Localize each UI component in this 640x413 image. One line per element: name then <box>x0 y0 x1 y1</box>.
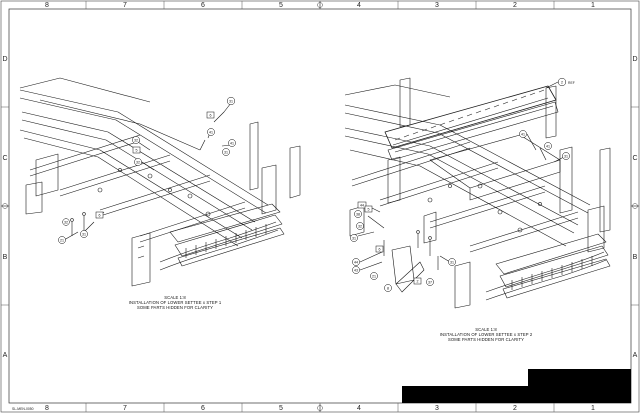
row-label: A <box>3 352 8 359</box>
item-balloon: 6 <box>379 247 381 251</box>
caption-title: INSTALLATION OF LOWER SETTEE x STEP 1 <box>129 300 222 305</box>
item-balloon: 2 <box>417 279 419 283</box>
col-label: 3 <box>435 2 439 9</box>
item-balloon: 31 <box>450 260 454 264</box>
col-label: 5 <box>279 405 283 412</box>
row-label: C <box>2 155 7 162</box>
col-label: 1 <box>591 2 595 9</box>
item-balloon: 44 <box>354 260 358 264</box>
caption-scale: SCALE 1:8 <box>475 327 497 332</box>
ref-label: REF <box>568 81 575 85</box>
right-balloons: 2 41 41 31 44 38 32 31 5 6 44 43 21 37 <box>350 77 575 292</box>
left-balloons: 31 6 41 41 32 5 32 6 31 32 21 31 <box>58 96 236 244</box>
row-label: D <box>2 56 7 63</box>
item-balloon: 5 <box>136 148 138 152</box>
redacted-block <box>528 369 631 403</box>
item-balloon: 32 <box>136 160 140 164</box>
item-balloon: 41 <box>546 144 550 148</box>
item-balloon: 31 <box>82 232 86 236</box>
col-label: 8 <box>45 2 49 9</box>
item-balloon: 41 <box>230 141 234 145</box>
col-label: 8 <box>45 405 49 412</box>
redacted-block <box>402 386 528 403</box>
col-label: 2 <box>513 405 517 412</box>
inner-border <box>8 8 632 404</box>
col-label: 4 <box>357 405 361 412</box>
col-label: 3 <box>435 405 439 412</box>
item-balloon: 2 <box>561 80 563 84</box>
col-label: 7 <box>123 405 127 412</box>
left-assembly-view <box>19 77 301 287</box>
row-label: D <box>632 56 637 63</box>
caption-title: INSTALLATION OF LOWER SETTEE x STEP 2 <box>440 332 533 337</box>
item-balloon: 6 <box>99 213 101 217</box>
col-label: 6 <box>201 2 205 9</box>
col-label: 4 <box>357 2 361 9</box>
item-balloon: 21 <box>60 238 64 242</box>
row-label: B <box>633 254 638 261</box>
col-label: 1 <box>591 405 595 412</box>
row-label: B <box>3 254 8 261</box>
item-balloon: 31 <box>224 150 228 154</box>
left-view-caption: SCALE 1:8 INSTALLATION OF LOWER SETTEE x… <box>129 295 222 310</box>
corner-code: SL-MEN-0050 <box>12 407 34 411</box>
item-balloon: 21 <box>372 274 376 278</box>
caption-note: SOME PARTS HIDDEN FOR CLARITY <box>137 305 213 310</box>
item-balloon: 31 <box>352 236 356 240</box>
item-balloon: 32 <box>134 138 138 142</box>
item-balloon: 6 <box>210 113 212 117</box>
col-label: 6 <box>201 405 205 412</box>
item-balloon: 41 <box>521 132 525 136</box>
item-balloon: 31 <box>564 154 568 158</box>
item-balloon: 8 <box>387 286 389 290</box>
row-label: A <box>633 352 638 359</box>
item-balloon: 43 <box>354 268 358 272</box>
item-balloon: 32 <box>358 224 362 228</box>
right-assembly-view <box>344 77 611 309</box>
caption-scale: SCALE 1:8 <box>164 295 186 300</box>
zone-rows: D C B A D C B A <box>1 56 639 359</box>
item-balloon: 31 <box>229 99 233 103</box>
item-balloon: 5 <box>368 207 370 211</box>
col-label: 7 <box>123 2 127 9</box>
col-label: 2 <box>513 2 517 9</box>
row-label: C <box>632 155 637 162</box>
col-label: 5 <box>279 2 283 9</box>
right-view-caption: SCALE 1:8 INSTALLATION OF LOWER SETTEE x… <box>440 327 533 342</box>
item-balloon: 41 <box>209 130 213 134</box>
item-balloon: 38 <box>356 212 360 216</box>
item-balloon: 37 <box>428 280 432 284</box>
caption-note: SOME PARTS HIDDEN FOR CLARITY <box>448 337 524 342</box>
item-balloon: 44 <box>360 203 364 207</box>
zone-columns-bottom: 8 7 6 5 4 3 2 1 <box>45 403 595 412</box>
item-balloon: 32 <box>64 220 68 224</box>
